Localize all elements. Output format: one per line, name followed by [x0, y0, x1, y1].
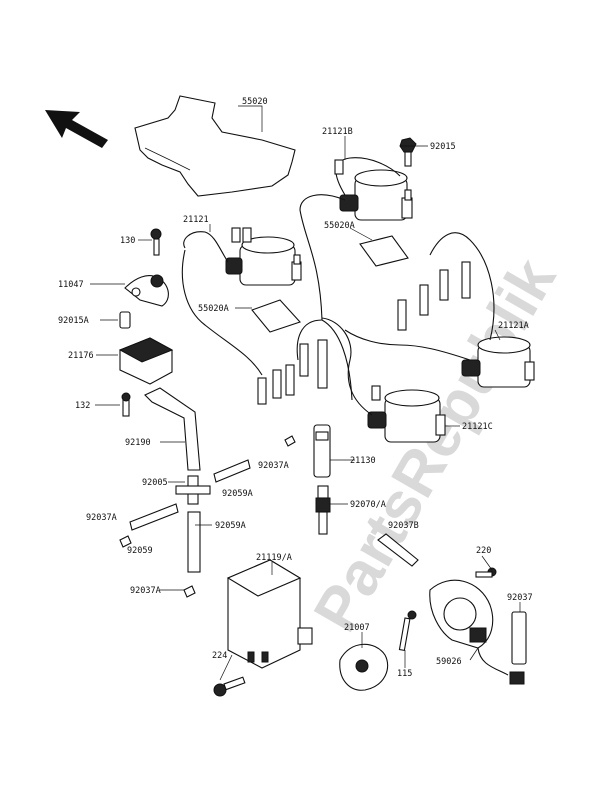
label-21130: 21130	[350, 456, 376, 466]
arrow-icon	[45, 110, 108, 148]
bolt-132	[121, 392, 131, 417]
pad-55020A-middle	[251, 299, 301, 333]
bolt-92015	[399, 137, 417, 167]
label-55020A-middle: 55020A	[198, 304, 229, 314]
label-21121C: 21121C	[462, 422, 493, 432]
label-92037A-1: 92037A	[258, 461, 289, 471]
hose-92059	[129, 503, 179, 531]
bolt-130	[150, 228, 162, 256]
label-130: 130	[120, 236, 135, 246]
label-21176: 21176	[68, 351, 94, 361]
label-55020: 55020	[242, 97, 268, 107]
label-92005: 92005	[142, 478, 168, 488]
bracket-11047	[124, 274, 169, 307]
label-21007: 21007	[344, 623, 370, 633]
label-21119A: 21119/A	[256, 553, 292, 563]
tee-92005	[175, 475, 211, 505]
pickup-coil-59026	[429, 579, 525, 685]
label-92037: 92037	[507, 593, 533, 603]
strap-92037B	[377, 533, 419, 567]
clip-92037A-a	[284, 435, 296, 447]
label-92037B: 92037B	[388, 521, 419, 531]
label-92015: 92015	[430, 142, 456, 152]
label-92059A-1: 92059A	[222, 489, 253, 499]
clip-92037A-b	[119, 535, 132, 548]
leader-lines	[90, 105, 521, 681]
label-92015A: 92015A	[58, 316, 89, 326]
plug-cap-21130	[313, 424, 331, 478]
hose-92059A-2	[187, 511, 201, 573]
label-92059A-2: 92059A	[215, 521, 246, 531]
igniter-21119A	[226, 559, 313, 669]
gasket-55020	[134, 95, 296, 197]
label-11047: 11047	[58, 280, 84, 290]
rotor-21007	[339, 643, 389, 691]
label-92190: 92190	[125, 438, 151, 448]
hose-92190	[144, 387, 201, 471]
label-55020A-top: 55020A	[324, 221, 355, 231]
bolt-224	[213, 676, 246, 697]
bolt-115	[398, 610, 417, 652]
tube-92037	[511, 611, 527, 665]
ignition-coil-21121B	[299, 157, 413, 321]
pad-55020A-top	[359, 235, 409, 267]
collar-92015A	[119, 311, 131, 329]
label-21121A: 21121A	[498, 321, 529, 331]
ignition-coil-21121A	[344, 232, 535, 388]
plug-leads	[257, 261, 471, 405]
label-92059: 92059	[127, 546, 153, 556]
label-220: 220	[476, 546, 491, 556]
clip-92037A-c	[183, 585, 196, 598]
label-92037A-2: 92037A	[86, 513, 117, 523]
label-224: 224	[212, 651, 227, 661]
hose-92059A-1	[213, 459, 251, 483]
spark-plug-92070A	[315, 485, 331, 535]
ignition-coil-21121C	[321, 317, 446, 443]
watermark: PartsRepublik	[301, 247, 569, 643]
label-92037A-3: 92037A	[130, 586, 161, 596]
module-21176	[118, 337, 174, 385]
label-132: 132	[75, 401, 90, 411]
bolt-220	[475, 567, 497, 578]
label-59026: 59026	[436, 657, 462, 667]
label-92070A: 92070/A	[350, 500, 386, 510]
label-21121: 21121	[183, 215, 209, 225]
label-21121B: 21121B	[322, 127, 353, 137]
label-115: 115	[397, 669, 412, 679]
ignition-coil-21121	[181, 227, 302, 376]
